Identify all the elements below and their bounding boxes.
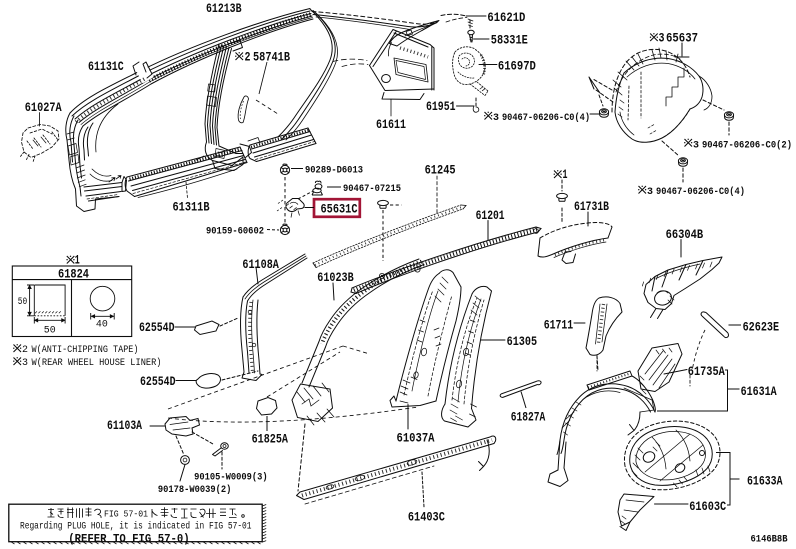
svg-text:61023B: 61023B [317, 270, 354, 285]
svg-text:6146B8B: 6146B8B [751, 534, 789, 546]
svg-text:61824: 61824 [58, 267, 89, 282]
svg-text:61201: 61201 [476, 208, 505, 223]
svg-text:90105-W0009(3): 90105-W0009(3) [194, 472, 268, 484]
svg-text:61711: 61711 [544, 318, 574, 333]
svg-text:90467-06206-C0(2): 90467-06206-C0(2) [702, 140, 792, 152]
svg-text:Regarding PLUG HOLE, it is ind: Regarding PLUG HOLE, it is indicated in … [20, 521, 252, 532]
svg-text:62554D: 62554D [140, 374, 176, 389]
svg-text:90178-W0039(2): 90178-W0039(2) [158, 484, 232, 496]
svg-text:61611: 61611 [376, 117, 406, 132]
svg-text:62554D: 62554D [139, 320, 175, 335]
svg-text:90159-60602: 90159-60602 [206, 226, 264, 238]
svg-text:3: 3 [659, 31, 665, 46]
svg-text:61245: 61245 [425, 163, 456, 178]
svg-text:3: 3 [647, 186, 653, 198]
svg-text:61603C: 61603C [689, 499, 726, 514]
svg-text:61027A: 61027A [25, 100, 62, 115]
svg-text:2: 2 [22, 345, 28, 356]
svg-text:90467-07215: 90467-07215 [343, 183, 401, 195]
svg-text:1: 1 [563, 167, 568, 182]
svg-text:90467-06206-C0(4): 90467-06206-C0(4) [502, 112, 590, 124]
svg-text:40: 40 [96, 320, 108, 331]
svg-text:66304B: 66304B [666, 227, 704, 242]
svg-text:3: 3 [22, 358, 28, 369]
svg-text:50: 50 [18, 297, 27, 308]
svg-text:61827A: 61827A [511, 410, 546, 425]
svg-text:58741B: 58741B [253, 50, 290, 65]
svg-text:FIG 57-01: FIG 57-01 [104, 509, 148, 520]
svg-text:61213B: 61213B [206, 1, 242, 16]
svg-text:61697D: 61697D [498, 59, 536, 74]
svg-text:58331E: 58331E [491, 33, 528, 48]
svg-text:2: 2 [245, 50, 251, 65]
svg-text:61631A: 61631A [741, 384, 777, 399]
svg-text:W(REAR WHEEL HOUSE LINER): W(REAR WHEEL HOUSE LINER) [32, 357, 162, 369]
svg-text:3: 3 [493, 112, 499, 124]
svg-text:61305: 61305 [507, 334, 538, 349]
svg-text:61731B: 61731B [574, 199, 609, 214]
svg-text:61735A: 61735A [688, 364, 725, 379]
svg-text:61131C: 61131C [88, 59, 124, 74]
svg-text:90467-06206-C0(4): 90467-06206-C0(4) [656, 186, 745, 198]
svg-text:W(ANTI-CHIPPING TAPE): W(ANTI-CHIPPING TAPE) [32, 344, 139, 356]
svg-text:62623E: 62623E [743, 320, 780, 335]
svg-text:61103A: 61103A [107, 418, 142, 433]
svg-text:61108A: 61108A [242, 257, 279, 272]
svg-text:50: 50 [44, 325, 56, 336]
svg-text:90289-D6013: 90289-D6013 [305, 165, 363, 177]
svg-text:61951: 61951 [426, 99, 456, 114]
svg-text:65637: 65637 [666, 31, 698, 46]
svg-text:(REFER TO FIG 57-0): (REFER TO FIG 57-0) [68, 532, 190, 546]
svg-text:1: 1 [75, 253, 80, 268]
svg-text:3: 3 [693, 140, 699, 152]
svg-text:61403C: 61403C [408, 510, 445, 525]
svg-text:61633A: 61633A [747, 474, 783, 489]
svg-text:65631C: 65631C [321, 202, 358, 217]
svg-text:61311B: 61311B [173, 200, 210, 215]
svg-text:61621D: 61621D [487, 10, 525, 25]
svg-text:61825A: 61825A [252, 432, 289, 447]
svg-text:61037A: 61037A [397, 431, 435, 446]
